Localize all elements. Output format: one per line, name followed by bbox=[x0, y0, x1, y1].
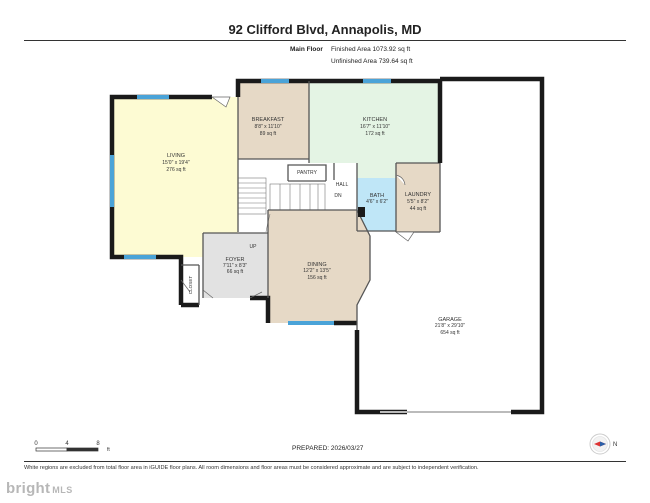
dining-label: DINING bbox=[307, 262, 326, 268]
dining-dims: 12'2" x 13'5" bbox=[303, 268, 331, 274]
scale-tick-4: 4 bbox=[65, 441, 69, 447]
page-title: 92 Clifford Blvd, Annapolis, MD bbox=[228, 22, 422, 37]
scale-segment-1 bbox=[35, 447, 68, 452]
dining-room-fill bbox=[268, 210, 370, 323]
scale-bar: 0 4 8 ft bbox=[34, 441, 110, 453]
breakfast-dims: 8'8" x 11'10" bbox=[254, 124, 281, 130]
foyer-area: 66 sq ft bbox=[227, 269, 244, 275]
closet-label: CLOSET bbox=[188, 276, 193, 295]
windows bbox=[110, 79, 391, 325]
scale-tick-0: 0 bbox=[34, 441, 38, 447]
garage-label: GARAGE bbox=[438, 317, 462, 323]
floor-label: Main Floor bbox=[290, 46, 323, 53]
laundry-room-fill bbox=[396, 163, 440, 232]
compass-icon: N bbox=[589, 433, 617, 455]
laundry-dims: 5'5" x 8'2" bbox=[407, 199, 429, 205]
scale-tick-8: 8 bbox=[96, 441, 100, 447]
laundry-area: 44 sq ft bbox=[410, 206, 427, 212]
garage-dims: 21'8" x 29'10" bbox=[435, 323, 465, 329]
wall-chunk bbox=[358, 207, 365, 217]
brand-suffix: MLS bbox=[52, 485, 73, 495]
living-room-fill bbox=[112, 97, 238, 257]
breakfast-room-fill bbox=[238, 81, 309, 159]
living-dims: 15'0" x 19'4" bbox=[162, 160, 190, 166]
breakfast-area: 89 sq ft bbox=[260, 131, 277, 137]
kitchen-label: KITCHEN bbox=[363, 117, 387, 123]
brand-name: bright bbox=[6, 480, 51, 497]
scale-unit: ft bbox=[107, 447, 110, 453]
kitchen-dims: 16'7" x 11'10" bbox=[360, 124, 390, 130]
pantry-label: PANTRY bbox=[297, 170, 317, 176]
interior-walls bbox=[181, 81, 441, 330]
laundry-label: LAUNDRY bbox=[405, 192, 432, 198]
bath-label: BATH bbox=[370, 193, 384, 199]
breakfast-label: BREAKFAST bbox=[252, 117, 285, 123]
bath-dims: 4'6" x 6'2" bbox=[366, 199, 388, 205]
kitchen-area: 172 sq ft bbox=[365, 131, 385, 137]
living-label: LIVING bbox=[167, 153, 185, 159]
finished-area: Finished Area 1073.92 sq ft bbox=[331, 46, 411, 53]
living-area: 276 sq ft bbox=[166, 167, 186, 173]
dining-area: 156 sq ft bbox=[307, 275, 327, 281]
prepared-date: PREPARED: 2026/03/27 bbox=[292, 445, 364, 452]
brand-bar bbox=[0, 478, 650, 503]
footer-rule bbox=[24, 461, 626, 462]
disclaimer-text: White regions are excluded from total fl… bbox=[24, 465, 479, 471]
doors bbox=[180, 96, 415, 299]
scale-segment-2 bbox=[66, 447, 99, 452]
garage-area: 654 sq ft bbox=[440, 330, 460, 336]
foyer-dims: 7'11" x 8'3" bbox=[223, 263, 247, 269]
stairs-down-label: DN bbox=[334, 193, 342, 199]
foyer-label: FOYER bbox=[226, 257, 245, 263]
foyer-room-fill bbox=[203, 233, 268, 298]
closet-fill bbox=[181, 265, 199, 305]
compass-north-label: N bbox=[613, 442, 617, 448]
title-rule-top bbox=[24, 40, 626, 41]
hall-label: HALL bbox=[336, 182, 349, 188]
stairs-up-label: UP bbox=[250, 244, 258, 250]
kitchen-room-fill bbox=[309, 81, 440, 178]
unfinished-area: Unfinished Area 739.64 sq ft bbox=[331, 58, 413, 65]
